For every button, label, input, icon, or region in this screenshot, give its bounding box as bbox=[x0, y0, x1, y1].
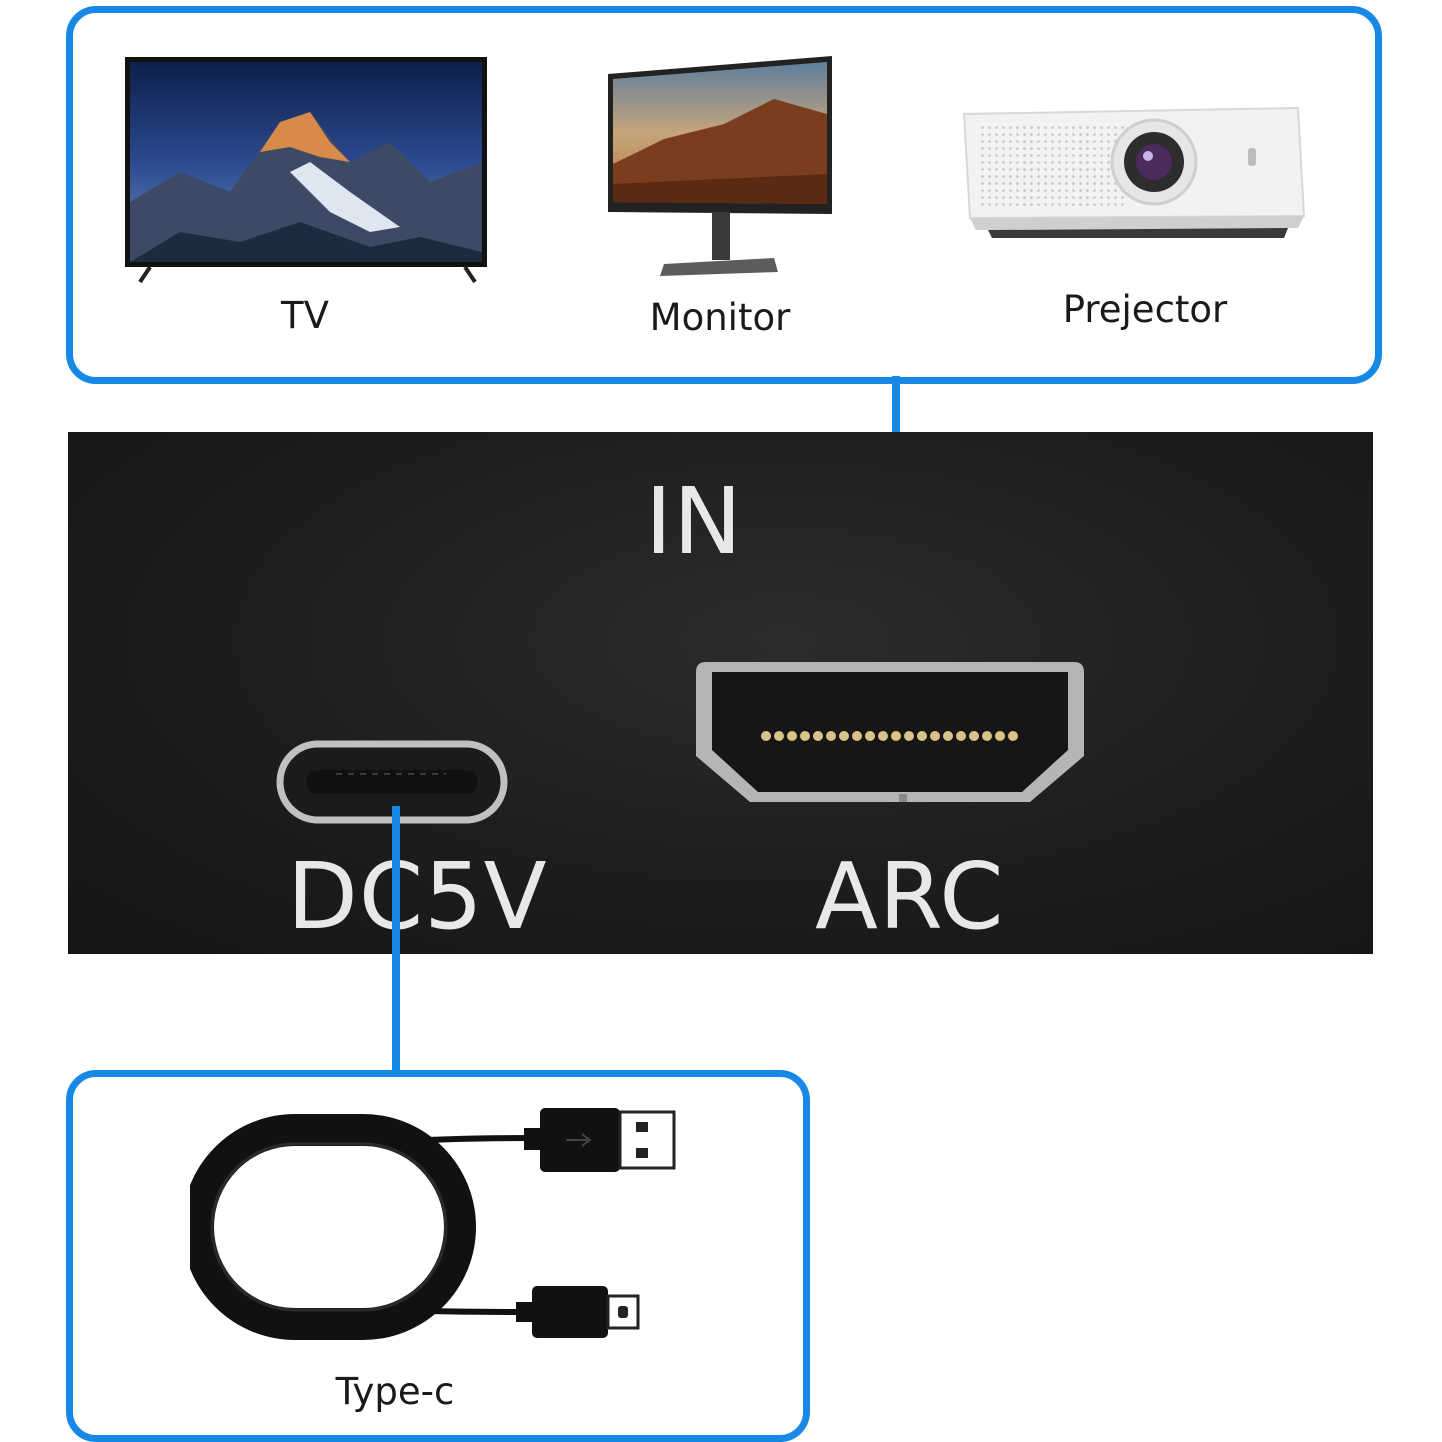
in-label: IN bbox=[645, 468, 743, 575]
type-c-label: Type-c bbox=[335, 1370, 455, 1413]
monitor-icon bbox=[608, 56, 832, 276]
power-connector-line bbox=[392, 806, 400, 1070]
monitor-label: Monitor bbox=[649, 296, 791, 339]
tv-label: TV bbox=[281, 294, 329, 337]
dc5v-label: DC5V bbox=[287, 843, 548, 950]
tv-icon bbox=[125, 57, 487, 284]
arc-label: ARC bbox=[815, 843, 1005, 950]
usb-cable-icon bbox=[190, 1108, 676, 1340]
hdmi-port-icon bbox=[696, 662, 1084, 802]
projector-icon bbox=[962, 106, 1306, 238]
usb-c-port-icon bbox=[276, 740, 508, 824]
projector-label: Prejector bbox=[1062, 288, 1228, 331]
